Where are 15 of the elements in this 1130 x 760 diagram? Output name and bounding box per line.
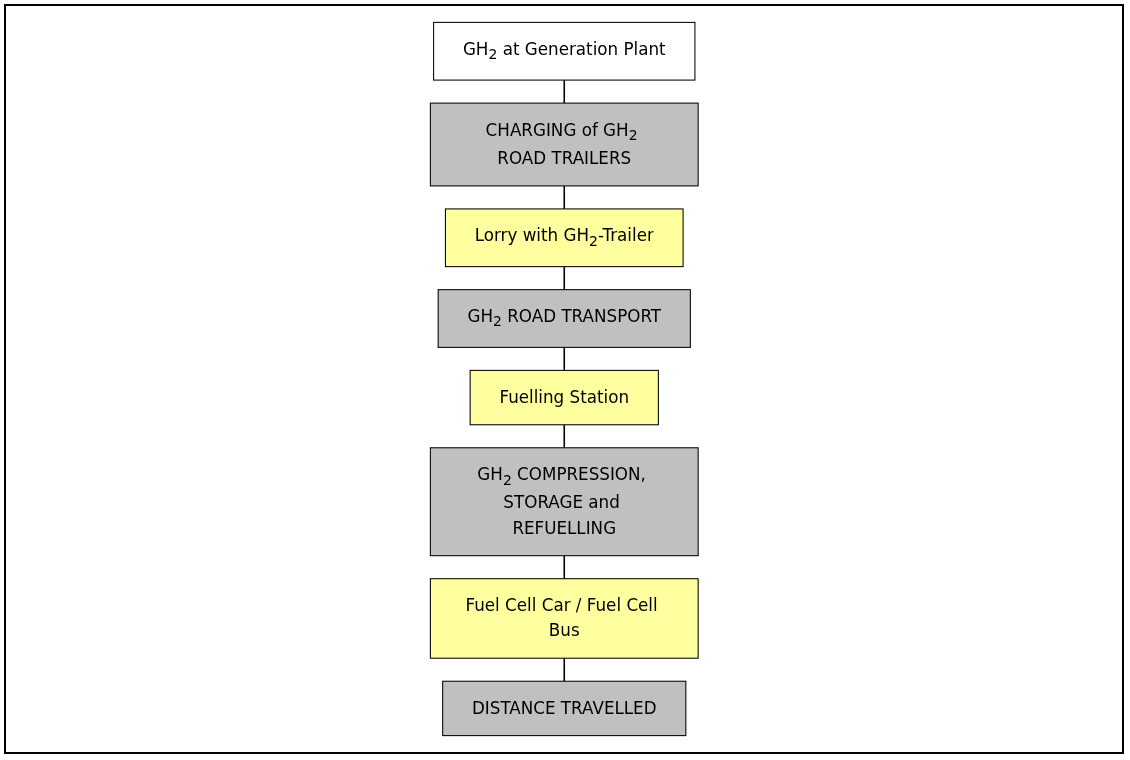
connector: [563, 79, 565, 104]
node-box: Lorry with GH$_{2}$-Trailer: [444, 208, 684, 268]
node-box: DISTANCE TRAVELLED: [441, 680, 687, 737]
node-box: GH$_{2}$ at Generation Plant: [432, 21, 696, 81]
connector: [563, 554, 565, 580]
connector: [563, 346, 565, 372]
node-box: CHARGING of GH$_{2}$ ROAD TRAILERS: [429, 102, 699, 187]
node-box: GH$_{2}$ COMPRESSION, STORAGE and REFUELLING: [429, 447, 699, 557]
connector: [563, 424, 565, 449]
connector: [563, 185, 565, 210]
connector: [563, 265, 565, 291]
node-box: GH$_{2}$ ROAD TRANSPORT: [437, 289, 691, 348]
node-box: Fuel Cell Car / Fuel Cell Bus: [429, 578, 699, 659]
node-box: Fuelling Station: [469, 369, 659, 426]
connector: [563, 657, 565, 682]
